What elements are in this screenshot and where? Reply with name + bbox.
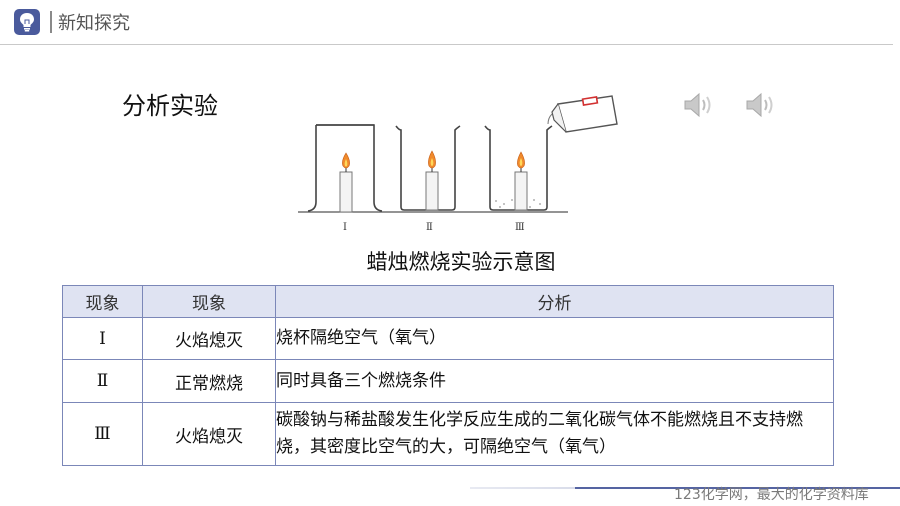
- beaker-label-one: Ⅰ: [343, 222, 347, 233]
- analysis-table: 现象 现象 分析 Ⅰ 火焰熄灭 烧杯隔绝空气（氧气） Ⅱ 正常燃烧 同时具备三个…: [62, 285, 834, 466]
- candle-three: [514, 151, 528, 211]
- candle-two: [425, 150, 439, 211]
- candle-experiment-diagram: Ⅰ Ⅱ Ⅲ: [298, 95, 618, 233]
- lightbulb-icon: [14, 9, 40, 35]
- header-separator: [50, 11, 52, 33]
- row-id: Ⅱ: [62, 359, 143, 403]
- table-row: Ⅰ 火焰熄灭 烧杯隔绝空气（氧气）: [62, 317, 834, 360]
- section-title: 分析实验: [122, 92, 218, 120]
- beaker-one: [307, 124, 383, 212]
- table-row: Ⅲ 火焰熄灭 碳酸钠与稀盐酸发生化学反应生成的二氧化碳气体不能燃烧且不支持燃烧，…: [62, 402, 834, 466]
- footer-divider-accent: [575, 487, 900, 489]
- row-analysis: 同时具备三个燃烧条件: [275, 359, 834, 403]
- row-phenomenon: 正常燃烧: [142, 359, 276, 403]
- row-phenomenon: 火焰熄灭: [142, 402, 276, 466]
- footer-watermark: 123化学网，最大的化学资料库: [674, 487, 869, 503]
- header-bar: 新知探究: [0, 0, 900, 46]
- header-title: 新知探究: [58, 13, 130, 34]
- speaker-icon[interactable]: [744, 90, 778, 120]
- column-header: 分析: [275, 285, 834, 318]
- beaker-label-three: Ⅲ: [515, 222, 525, 233]
- beaker-label-two: Ⅱ: [426, 222, 433, 233]
- row-id: Ⅲ: [62, 402, 143, 466]
- candle-one: [339, 152, 353, 213]
- row-id: Ⅰ: [62, 317, 143, 360]
- diagram-caption: 蜡烛燃烧实验示意图: [366, 250, 556, 274]
- table-header-row: 现象 现象 分析: [62, 285, 834, 318]
- row-phenomenon: 火焰熄灭: [142, 317, 276, 360]
- header-divider: [0, 44, 893, 45]
- column-header: 现象: [62, 285, 143, 318]
- table-row: Ⅱ 正常燃烧 同时具备三个燃烧条件: [62, 359, 834, 403]
- speaker-icon[interactable]: [682, 90, 716, 120]
- row-analysis: 碳酸钠与稀盐酸发生化学反应生成的二氧化碳气体不能燃烧且不支持燃烧，其密度比空气的…: [275, 402, 834, 466]
- reagent-bottle: [547, 95, 618, 133]
- row-analysis: 烧杯隔绝空气（氧气）: [275, 317, 834, 360]
- column-header: 现象: [142, 285, 276, 318]
